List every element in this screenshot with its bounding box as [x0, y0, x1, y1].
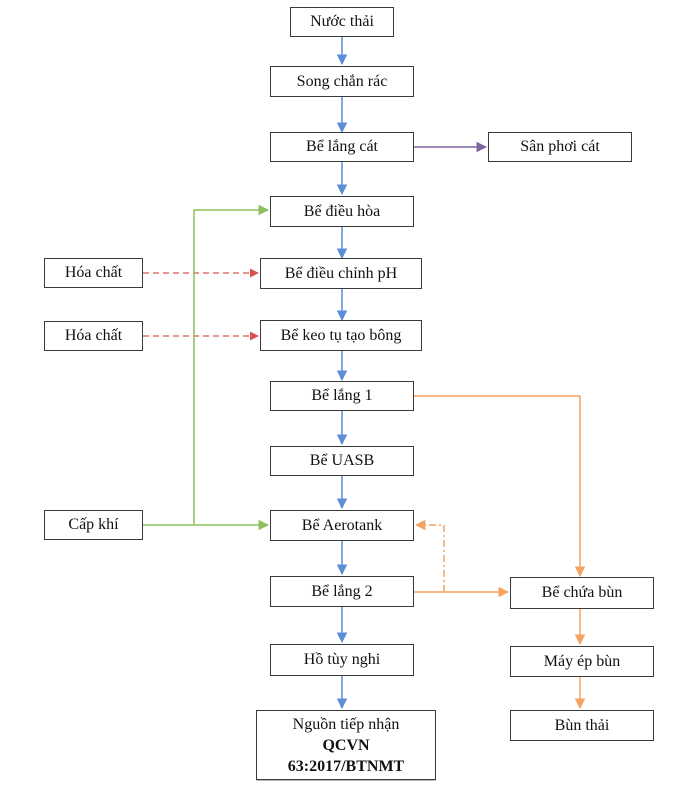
bun-thai-box: Bùn thải [510, 710, 654, 741]
be-keo-tu-box: Bể keo tụ tạo bông [260, 320, 422, 351]
bottom-rule [256, 780, 436, 781]
song-chan-rac-box: Song chắn rác [270, 66, 414, 97]
qcvn-code-label: 63:2017/BTNMT [287, 757, 405, 775]
be-dieu-chinh-ph-box: Bể điều chỉnh pH [260, 258, 422, 289]
nguon-tiep-nhan-label: Nguồn tiếp nhận [292, 715, 400, 733]
air-line-to-dieu-hoa [193, 204, 270, 525]
nguon-tiep-nhan-box: Nguồn tiếp nhận QCVN 63:2017/BTNMT [256, 710, 436, 780]
nuoc-thai-box: Nước thải [290, 7, 394, 37]
hoa-chat-box-1: Hóa chất [44, 258, 143, 288]
hoa-chat-box-2: Hóa chất [44, 321, 143, 351]
cap-khi-box: Cấp khí [44, 510, 143, 540]
may-ep-bun-box: Máy ép bùn [510, 646, 654, 677]
be-lang-cat-box: Bể lắng cát [270, 132, 414, 162]
be-lang-2-box: Bể lắng 2 [270, 576, 414, 607]
san-phoi-cat-box: Sân phơi cát [488, 132, 632, 162]
be-dieu-hoa-box: Bể điều hòa [270, 196, 414, 227]
be-lang-1-box: Bể lắng 1 [270, 381, 414, 411]
qcvn-label: QCVN [322, 736, 370, 754]
sludge-return-to-aerotank [414, 519, 445, 592]
ho-tuy-nghi-box: Hồ tùy nghi [270, 644, 414, 676]
be-uasb-box: Bể UASB [270, 446, 414, 476]
be-chua-bun-box: Bể chứa bùn [510, 577, 654, 609]
sludge-lang-1-to-be-chua-bun [414, 395, 586, 578]
be-aerotank-box: Bể Aerotank [270, 510, 414, 541]
